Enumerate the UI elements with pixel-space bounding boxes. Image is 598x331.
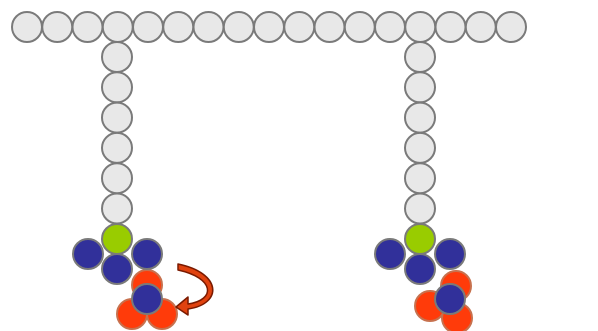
rotation-arrow-icon (176, 264, 213, 315)
backbone-bead (284, 12, 314, 42)
backbone-bead (436, 12, 466, 42)
green-bead (405, 224, 435, 254)
right-cluster (375, 224, 472, 331)
backbone-bead (42, 12, 72, 42)
backbone-bead (163, 12, 193, 42)
blue-bead (405, 254, 435, 284)
branch-bead (102, 103, 132, 133)
branch-bead (405, 103, 435, 133)
branch-bead (405, 194, 435, 224)
blue-bead (102, 254, 132, 284)
right-branch (405, 42, 435, 224)
backbone-bead (12, 12, 42, 42)
blue-bead (435, 284, 465, 314)
branch-bead (405, 163, 435, 193)
blue-bead (132, 239, 162, 269)
branch-bead (405, 133, 435, 163)
backbone-bead (224, 12, 254, 42)
branch-bead (102, 163, 132, 193)
branch-bead (102, 194, 132, 224)
left-branch (102, 42, 132, 224)
backbone-bead (375, 12, 405, 42)
blue-bead (73, 239, 103, 269)
backbone-bead (466, 12, 496, 42)
backbone-bead (103, 12, 133, 42)
branch-bead (102, 133, 132, 163)
backbone-bead (496, 12, 526, 42)
blue-bead (375, 239, 405, 269)
blue-bead (132, 284, 162, 314)
blue-bead (435, 239, 465, 269)
backbone-bead (345, 12, 375, 42)
backbone-bead (315, 12, 345, 42)
backbone-bead (194, 12, 224, 42)
backbone-bead (73, 12, 103, 42)
branch-bead (405, 72, 435, 102)
branch-bead (405, 42, 435, 72)
backbone-bead (254, 12, 284, 42)
branch-bead (102, 42, 132, 72)
backbone-bead (405, 12, 435, 42)
backbone-bead (133, 12, 163, 42)
branch-bead (102, 72, 132, 102)
green-bead (102, 224, 132, 254)
backbone-chain (12, 12, 526, 42)
left-cluster (73, 224, 177, 329)
